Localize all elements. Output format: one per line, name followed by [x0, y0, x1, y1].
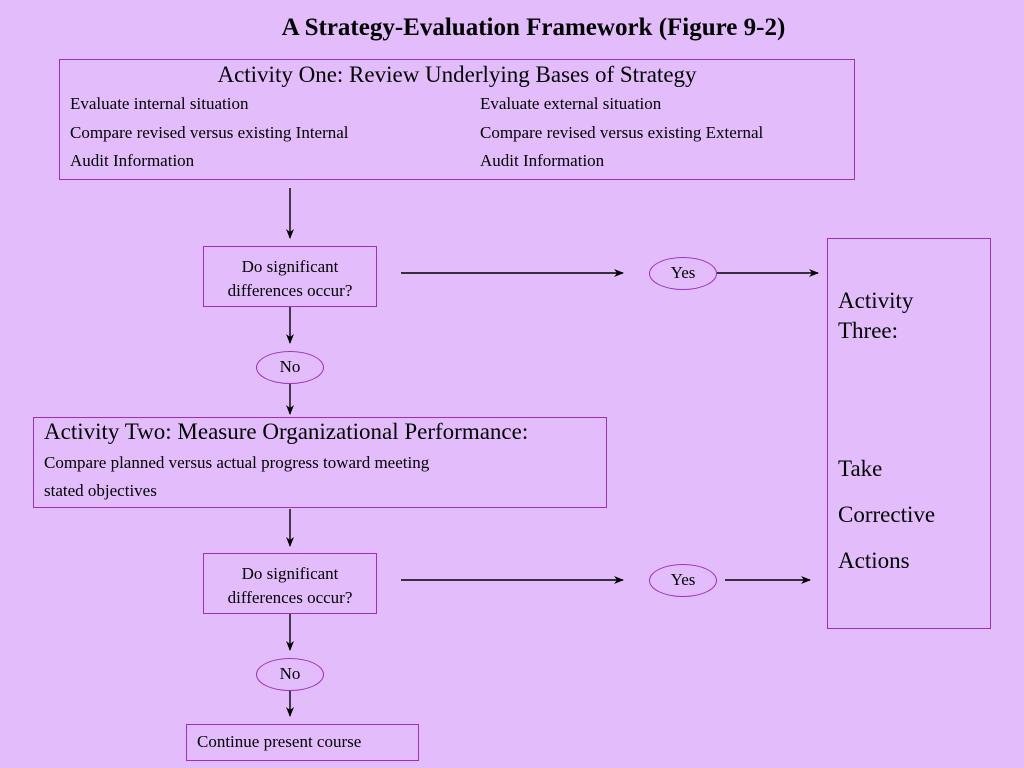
- decision-1-no-oval: No: [256, 351, 324, 384]
- decision-1-text: Do significant differences occur?: [204, 255, 376, 303]
- decision-2-yes-label: Yes: [670, 570, 696, 589]
- decision-2-yes-oval: Yes: [649, 564, 717, 597]
- decision-2-text: Do significant differences occur?: [204, 562, 376, 610]
- continue-label: Continue present course: [197, 732, 362, 751]
- activity-three-box: Activity Three: Take Corrective Actions: [827, 238, 991, 629]
- decision-2-line-2: differences occur?: [227, 588, 353, 607]
- activity-three-line-1: Activity: [838, 288, 914, 313]
- activity-one-right-line-3: Audit Information: [480, 151, 605, 170]
- decision-2-no-oval: No: [256, 658, 324, 691]
- activity-one-right-line-1: Evaluate external situation: [480, 94, 662, 113]
- decision-1-no-label: No: [279, 357, 301, 376]
- activity-one-left-line-2: Compare revised versus existing Internal: [70, 123, 349, 142]
- activity-one-left-line-3: Audit Information: [70, 151, 195, 170]
- activity-three-line-5: Actions: [838, 548, 910, 573]
- activity-two-title: Activity Two: Measure Organizational Per…: [44, 419, 529, 444]
- activity-two-line-1: Compare planned versus actual progress t…: [44, 453, 430, 472]
- decision-2-line-1: Do significant: [241, 564, 339, 583]
- activity-one-box: Activity One: Review Underlying Bases of…: [59, 59, 855, 180]
- activity-three-line-3: Take: [838, 456, 883, 481]
- page-title: A Strategy-Evaluation Framework (Figure …: [281, 14, 786, 41]
- activity-two-box: Activity Two: Measure Organizational Per…: [33, 417, 607, 508]
- activity-one-title: Activity One: Review Underlying Bases of…: [217, 62, 697, 87]
- activity-one-right-line-2: Compare revised versus existing External: [480, 123, 764, 142]
- continue-box: Continue present course: [186, 724, 419, 761]
- activity-one-left-line-1: Evaluate internal situation: [70, 94, 249, 113]
- activity-two-line-2: stated objectives: [44, 481, 157, 500]
- activity-three-line-4: Corrective: [838, 502, 936, 527]
- decision-2-box: Do significant differences occur?: [203, 553, 377, 614]
- decision-2-no-label: No: [279, 664, 301, 683]
- decision-1-yes-oval: Yes: [649, 257, 717, 290]
- decision-1-line-1: Do significant: [241, 257, 339, 276]
- decision-1-box: Do significant differences occur?: [203, 246, 377, 307]
- decision-1-line-2: differences occur?: [227, 281, 353, 300]
- decision-1-yes-label: Yes: [670, 263, 696, 282]
- activity-three-line-2: Three:: [838, 318, 899, 343]
